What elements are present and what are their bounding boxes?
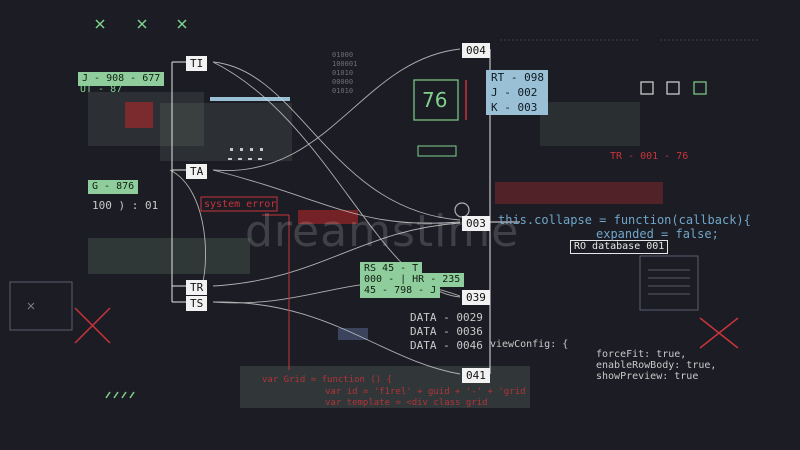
binary-line: 01010 bbox=[332, 69, 354, 77]
tag-ts: TS bbox=[186, 296, 208, 311]
overlay-panel bbox=[540, 102, 640, 146]
label-j798: 45 - 798 - J bbox=[360, 284, 441, 298]
label-hr: 000 - | HR - 235 bbox=[360, 273, 465, 287]
overlay-panel bbox=[160, 103, 292, 161]
readout-j: J - 002 bbox=[486, 85, 548, 100]
label-g876: G - 876 bbox=[88, 180, 139, 194]
tag-004: 004 bbox=[462, 43, 490, 58]
data-line: DATA - 0036 bbox=[410, 325, 483, 338]
red-block bbox=[125, 102, 153, 128]
counter-value: 76 bbox=[422, 88, 448, 112]
code-collapse: this.collapse = function(callback){ bbox=[498, 213, 751, 227]
tag-ta: TA bbox=[186, 164, 208, 179]
readout-k: K - 003 bbox=[486, 100, 548, 115]
code-showpreview: showPreview: true bbox=[596, 371, 699, 382]
binary-line: 100001 bbox=[332, 60, 358, 68]
label-rs: RS 45 - T bbox=[360, 262, 423, 276]
data-line: DATA - 0029 bbox=[410, 311, 483, 324]
tag-003: 003 bbox=[462, 216, 490, 231]
overlay-panel bbox=[88, 238, 250, 274]
red-block bbox=[298, 210, 358, 224]
code-expanded: expanded = false; bbox=[596, 227, 719, 241]
label-count: 100 ) : 01 bbox=[92, 199, 159, 212]
blue-bar bbox=[210, 97, 290, 101]
data-line: DATA - 0046 bbox=[410, 339, 483, 352]
code-grid-3: var template = <div class grid bbox=[325, 398, 488, 408]
readout-tr: TR - 001 - 76 bbox=[610, 151, 689, 162]
label-j908: J - 908 - 677 bbox=[78, 72, 165, 86]
binary-line: 01000 bbox=[332, 51, 354, 59]
tag-041: 041 bbox=[462, 368, 490, 383]
tag-tr: TR bbox=[186, 280, 208, 295]
tag-039: 039 bbox=[462, 290, 490, 305]
overlay-panel bbox=[495, 182, 663, 204]
code-grid-1: var Grid = function () { bbox=[262, 375, 393, 385]
binary-line: 00000 bbox=[332, 78, 354, 86]
label-ut87: UT - 87 bbox=[80, 84, 123, 95]
code-grid-2: var id = 'f1rel' + guid + '-' + 'grid bbox=[325, 387, 526, 397]
binary-line: 01010 bbox=[332, 87, 354, 95]
code-viewconfig: viewConfig: { bbox=[490, 339, 569, 350]
tag-ti: TI bbox=[186, 56, 208, 71]
code-forcefit: forceFit: true, bbox=[596, 349, 687, 360]
system-error-label: system error bbox=[204, 199, 277, 210]
ro-database-label: RO database 001 bbox=[570, 240, 669, 254]
code-enablerow: enableRowBody: true, bbox=[596, 360, 717, 371]
readout-rt: RT - 098 bbox=[486, 70, 548, 85]
